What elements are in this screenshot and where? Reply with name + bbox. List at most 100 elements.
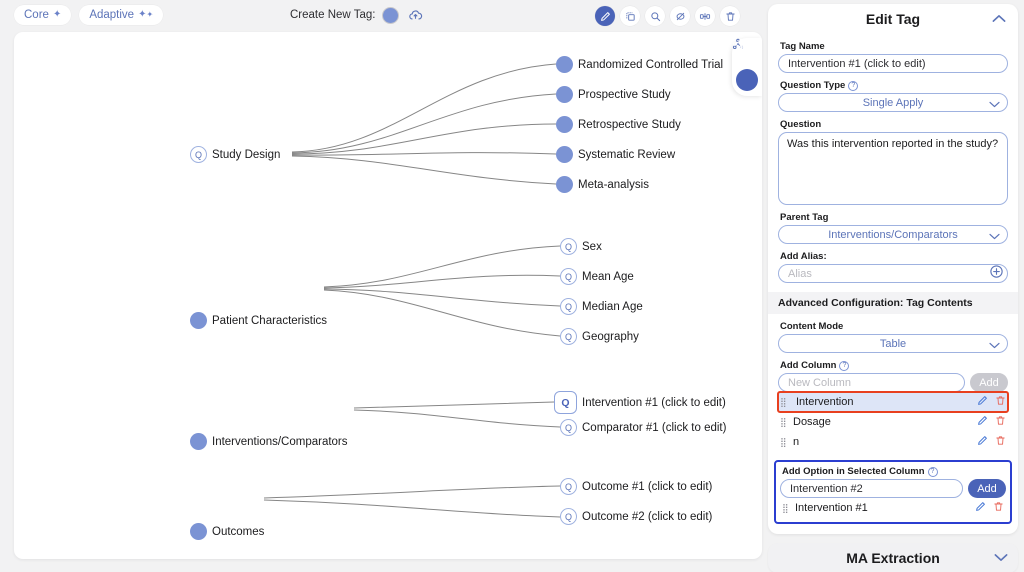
- mode-tabs: Core ✦ Adaptive ✦✦: [14, 5, 164, 25]
- right-panel: Edit Tag Tag Name Intervention #1 (click…: [768, 4, 1018, 572]
- question-node-icon: Q: [190, 146, 207, 163]
- tree-node-label: Mean Age: [582, 270, 634, 283]
- question-node-icon: Q: [560, 328, 577, 345]
- chevron-up-icon[interactable]: [992, 10, 1006, 28]
- tag-dot-icon: [556, 176, 573, 193]
- list-item[interactable]: ⣿ Intervention #1: [780, 498, 1006, 518]
- pencil-icon[interactable]: [977, 393, 988, 411]
- drag-handle-icon[interactable]: ⣿: [780, 417, 787, 427]
- column-name: Intervention: [796, 396, 854, 408]
- tree-leaf-systematic-review[interactable]: Systematic Review: [556, 146, 675, 163]
- tag-dot-icon: [556, 146, 573, 163]
- tree-node-label: Retrospective Study: [578, 118, 681, 131]
- tree-node-label: Interventions/Comparators: [212, 435, 348, 448]
- tree-node-label: Randomized Controlled Trial: [578, 58, 724, 71]
- question-type-select[interactable]: Single Apply: [778, 93, 1008, 112]
- question-node-icon: Q: [560, 508, 577, 525]
- column-name: n: [793, 436, 800, 448]
- trash-icon[interactable]: [995, 433, 1006, 451]
- tree-node-label: Median Age: [582, 300, 643, 313]
- pencil-icon[interactable]: [975, 499, 986, 517]
- tree-leaf-median-age[interactable]: Q Median Age: [560, 298, 643, 315]
- add-option-input[interactable]: Intervention #2: [780, 479, 963, 498]
- help-icon[interactable]: ?: [848, 80, 859, 91]
- tag-name-input[interactable]: Intervention #1 (click to edit): [778, 54, 1008, 73]
- tree-node-interventions-comparators[interactable]: Interventions/Comparators: [190, 433, 348, 450]
- tree-leaf-intervention-1[interactable]: Q Intervention #1 (click to edit): [554, 391, 726, 414]
- question-textarea[interactable]: Was this intervention reported in the st…: [778, 132, 1008, 205]
- tab-adaptive[interactable]: Adaptive ✦✦: [79, 5, 164, 25]
- create-new-tag-label: Create New Tag:: [290, 9, 376, 21]
- add-alias-plus-icon[interactable]: [989, 264, 1004, 284]
- tree-leaf-outcome-1[interactable]: Q Outcome #1 (click to edit): [560, 478, 712, 495]
- row-actions: [977, 413, 1006, 431]
- link-nodes-tool-button[interactable]: [695, 6, 715, 26]
- pencil-icon[interactable]: [977, 413, 988, 431]
- alias-input[interactable]: Alias: [778, 264, 1008, 283]
- help-icon[interactable]: ?: [927, 466, 938, 477]
- ma-extraction-card[interactable]: MA Extraction: [768, 543, 1018, 572]
- tree-leaf-comparator-1[interactable]: Q Comparator #1 (click to edit): [560, 419, 726, 436]
- row-actions: [977, 393, 1006, 411]
- edit-tag-header[interactable]: Edit Tag: [778, 4, 1008, 34]
- tag-dot-icon: [190, 523, 207, 540]
- tree-node-patient-characteristics[interactable]: Patient Characteristics: [190, 312, 327, 329]
- eye-slash-tool-button[interactable]: [670, 6, 690, 26]
- content-mode-select[interactable]: Table: [778, 334, 1008, 353]
- table-row[interactable]: ⣿ Intervention: [777, 391, 1009, 413]
- tree-leaf-meta-analysis[interactable]: Meta-analysis: [556, 176, 649, 193]
- chevron-down-icon[interactable]: [994, 549, 1008, 567]
- cloud-upload-icon[interactable]: [406, 6, 424, 24]
- sparkle-icon: ✦: [52, 9, 62, 20]
- tree-node-label: Outcome #1 (click to edit): [582, 480, 713, 493]
- tag-name-label: Tag Name: [780, 41, 825, 52]
- help-icon[interactable]: ?: [839, 360, 850, 371]
- drag-handle-icon[interactable]: ⣿: [780, 397, 787, 407]
- chevron-down-icon: [989, 231, 1000, 243]
- tree-node-label: Geography: [582, 330, 639, 343]
- canvas-tools: [595, 6, 740, 26]
- table-row[interactable]: ⣿ Dosage: [778, 412, 1008, 432]
- tab-core[interactable]: Core ✦: [14, 5, 72, 25]
- trash-icon[interactable]: [995, 413, 1006, 431]
- ma-extraction-title: MA Extraction: [846, 550, 940, 566]
- pencil-icon[interactable]: [977, 433, 988, 451]
- tree-leaf-randomized-controlled-trial[interactable]: Randomized Controlled Trial: [556, 56, 723, 73]
- table-row[interactable]: ⣿ n: [778, 432, 1008, 452]
- content-mode-value: Table: [879, 337, 907, 350]
- tree-node-study-design[interactable]: Q Study Design: [190, 146, 280, 163]
- copy-tool-button[interactable]: [620, 6, 640, 26]
- add-column-button[interactable]: Add: [970, 373, 1008, 392]
- share-icon[interactable]: [732, 38, 758, 91]
- new-column-input[interactable]: New Column: [778, 373, 965, 392]
- parent-tag-value: Interventions/Comparators: [828, 228, 958, 241]
- tree-leaf-sex[interactable]: Q Sex: [560, 238, 602, 255]
- trash-icon[interactable]: [993, 499, 1004, 517]
- tree-leaf-mean-age[interactable]: Q Mean Age: [560, 268, 634, 285]
- drag-handle-icon[interactable]: ⣿: [780, 437, 787, 447]
- tree-node-outcomes[interactable]: Outcomes: [190, 523, 264, 540]
- question-type-label: Question Type ?: [780, 80, 1008, 91]
- tree-node-label: Comparator #1 (click to edit): [582, 421, 727, 434]
- tree-edges: [263, 63, 561, 518]
- search-tool-button[interactable]: [645, 6, 665, 26]
- tree-node-label: Outcomes: [212, 525, 265, 538]
- new-tag-color-swatch[interactable]: [382, 6, 400, 24]
- tree-leaf-geography[interactable]: Q Geography: [560, 328, 639, 345]
- add-option-button[interactable]: Add: [968, 479, 1006, 498]
- question-node-selected-icon: Q: [554, 391, 577, 414]
- column-list: ⣿ Intervention ⣿ Dosage: [777, 391, 1009, 452]
- tree-leaf-outcome-2[interactable]: Q Outcome #2 (click to edit): [560, 508, 712, 525]
- tag-dot-icon: [556, 86, 573, 103]
- trash-tool-button[interactable]: [720, 6, 740, 26]
- tree-leaf-prospective-study[interactable]: Prospective Study: [556, 86, 671, 103]
- parent-tag-label: Parent Tag: [780, 212, 829, 223]
- drag-handle-icon[interactable]: ⣿: [782, 503, 789, 513]
- tree-leaf-retrospective-study[interactable]: Retrospective Study: [556, 116, 681, 133]
- tree-node-label: Sex: [582, 240, 602, 253]
- trash-icon[interactable]: [995, 393, 1006, 411]
- parent-tag-select[interactable]: Interventions/Comparators: [778, 225, 1008, 244]
- tag-tree-canvas[interactable]: Q Study Design Patient Characteristics I…: [14, 32, 762, 559]
- alias-row: Alias: [778, 264, 1008, 283]
- pencil-tool-button[interactable]: [595, 6, 615, 26]
